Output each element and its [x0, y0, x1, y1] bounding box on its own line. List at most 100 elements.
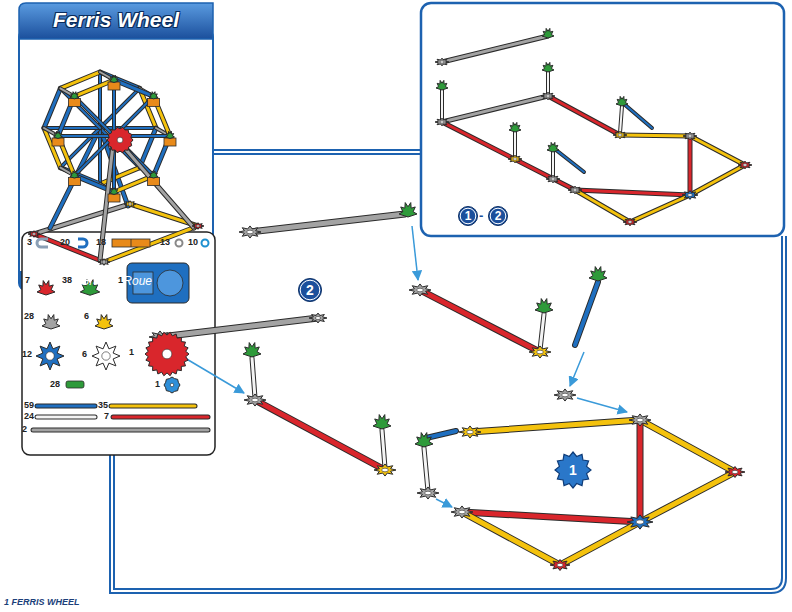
step-range-dash: - [479, 209, 483, 222]
step-number-text: 2 [495, 210, 502, 222]
rod [462, 512, 560, 565]
connector [550, 560, 570, 571]
gear [164, 377, 180, 393]
caption-band-text: Grande Roue [19, 275, 213, 287]
gondola [68, 98, 80, 106]
page-footer: 1 FERRIS WHEEL [4, 598, 80, 607]
parts-icons [33, 239, 209, 430]
parts-box [22, 232, 215, 455]
part-count: 7 [25, 276, 30, 285]
rod [462, 512, 640, 522]
part-count: 59 [24, 401, 34, 410]
star-badge [555, 452, 591, 488]
part-count: 28 [50, 380, 60, 389]
upright-connector [399, 203, 417, 217]
part-count: 13 [160, 238, 170, 247]
clip-icon [37, 239, 48, 247]
rod [640, 420, 641, 522]
rod [50, 128, 100, 228]
connector [374, 464, 396, 476]
step-number-text: 1 [465, 210, 472, 222]
rod [640, 420, 735, 472]
upright-connector [110, 187, 119, 194]
rod [100, 88, 140, 128]
gear [145, 332, 189, 376]
rod [442, 122, 575, 190]
rod [442, 36, 548, 62]
rod [575, 190, 630, 222]
connector [451, 506, 473, 518]
connector [36, 342, 64, 370]
connector [435, 58, 449, 66]
rod [382, 430, 385, 468]
rod [575, 190, 690, 195]
clip-icon [78, 239, 87, 247]
rod [515, 132, 516, 158]
step-number: 2 [298, 278, 322, 302]
upright-connector [70, 92, 79, 99]
rod [624, 104, 652, 128]
connector [682, 191, 698, 200]
step-circle-ring [460, 208, 476, 224]
small-connector-icon [66, 381, 84, 388]
gondola [148, 178, 160, 186]
upright-connector [616, 96, 628, 106]
rod [442, 96, 548, 122]
step-number-text: 2 [306, 283, 314, 297]
gondola [164, 138, 176, 146]
part-count: 1 [155, 380, 160, 389]
part-count: 10 [188, 238, 198, 247]
step-number-text: 1 [569, 463, 577, 477]
rod [113, 417, 208, 418]
gondola [148, 98, 160, 106]
rod [33, 430, 208, 431]
upright-connector [37, 281, 55, 295]
model-drawing [28, 28, 752, 570]
rod [540, 314, 544, 350]
upright-connector [110, 75, 119, 82]
rod [34, 234, 104, 262]
rod [470, 420, 640, 432]
step-circle [489, 207, 508, 226]
title-banner [19, 3, 213, 39]
connector [98, 259, 110, 266]
part-count: 3 [27, 238, 32, 247]
connector [568, 186, 582, 194]
part-count: 12 [22, 350, 32, 359]
rod [690, 136, 691, 195]
connector [738, 161, 752, 169]
rod [37, 406, 95, 407]
part-count: 1 [129, 348, 134, 357]
connector [613, 131, 627, 139]
rod [252, 358, 255, 398]
rod [250, 214, 405, 232]
rod [556, 150, 584, 172]
rod [424, 448, 428, 491]
part-count: 18 [96, 238, 106, 247]
part-count: 38 [62, 276, 72, 285]
assembly-arrow [570, 352, 584, 386]
upright-connector [542, 62, 554, 72]
connector [529, 346, 551, 358]
connector [435, 118, 449, 126]
rod [44, 88, 60, 128]
part-count: 28 [24, 312, 34, 321]
part-count: 7 [104, 412, 109, 421]
part-count: 35 [98, 401, 108, 410]
rod [44, 128, 100, 129]
gondola [68, 178, 80, 186]
upright-connector [70, 171, 79, 178]
upright-connector [415, 433, 433, 447]
connector [28, 231, 40, 238]
rod [104, 226, 198, 262]
connector [244, 394, 266, 406]
inset-model [435, 28, 752, 225]
hinge-icon [131, 239, 132, 247]
connector [554, 389, 576, 401]
upright-connector [436, 80, 448, 90]
rod [37, 417, 95, 418]
